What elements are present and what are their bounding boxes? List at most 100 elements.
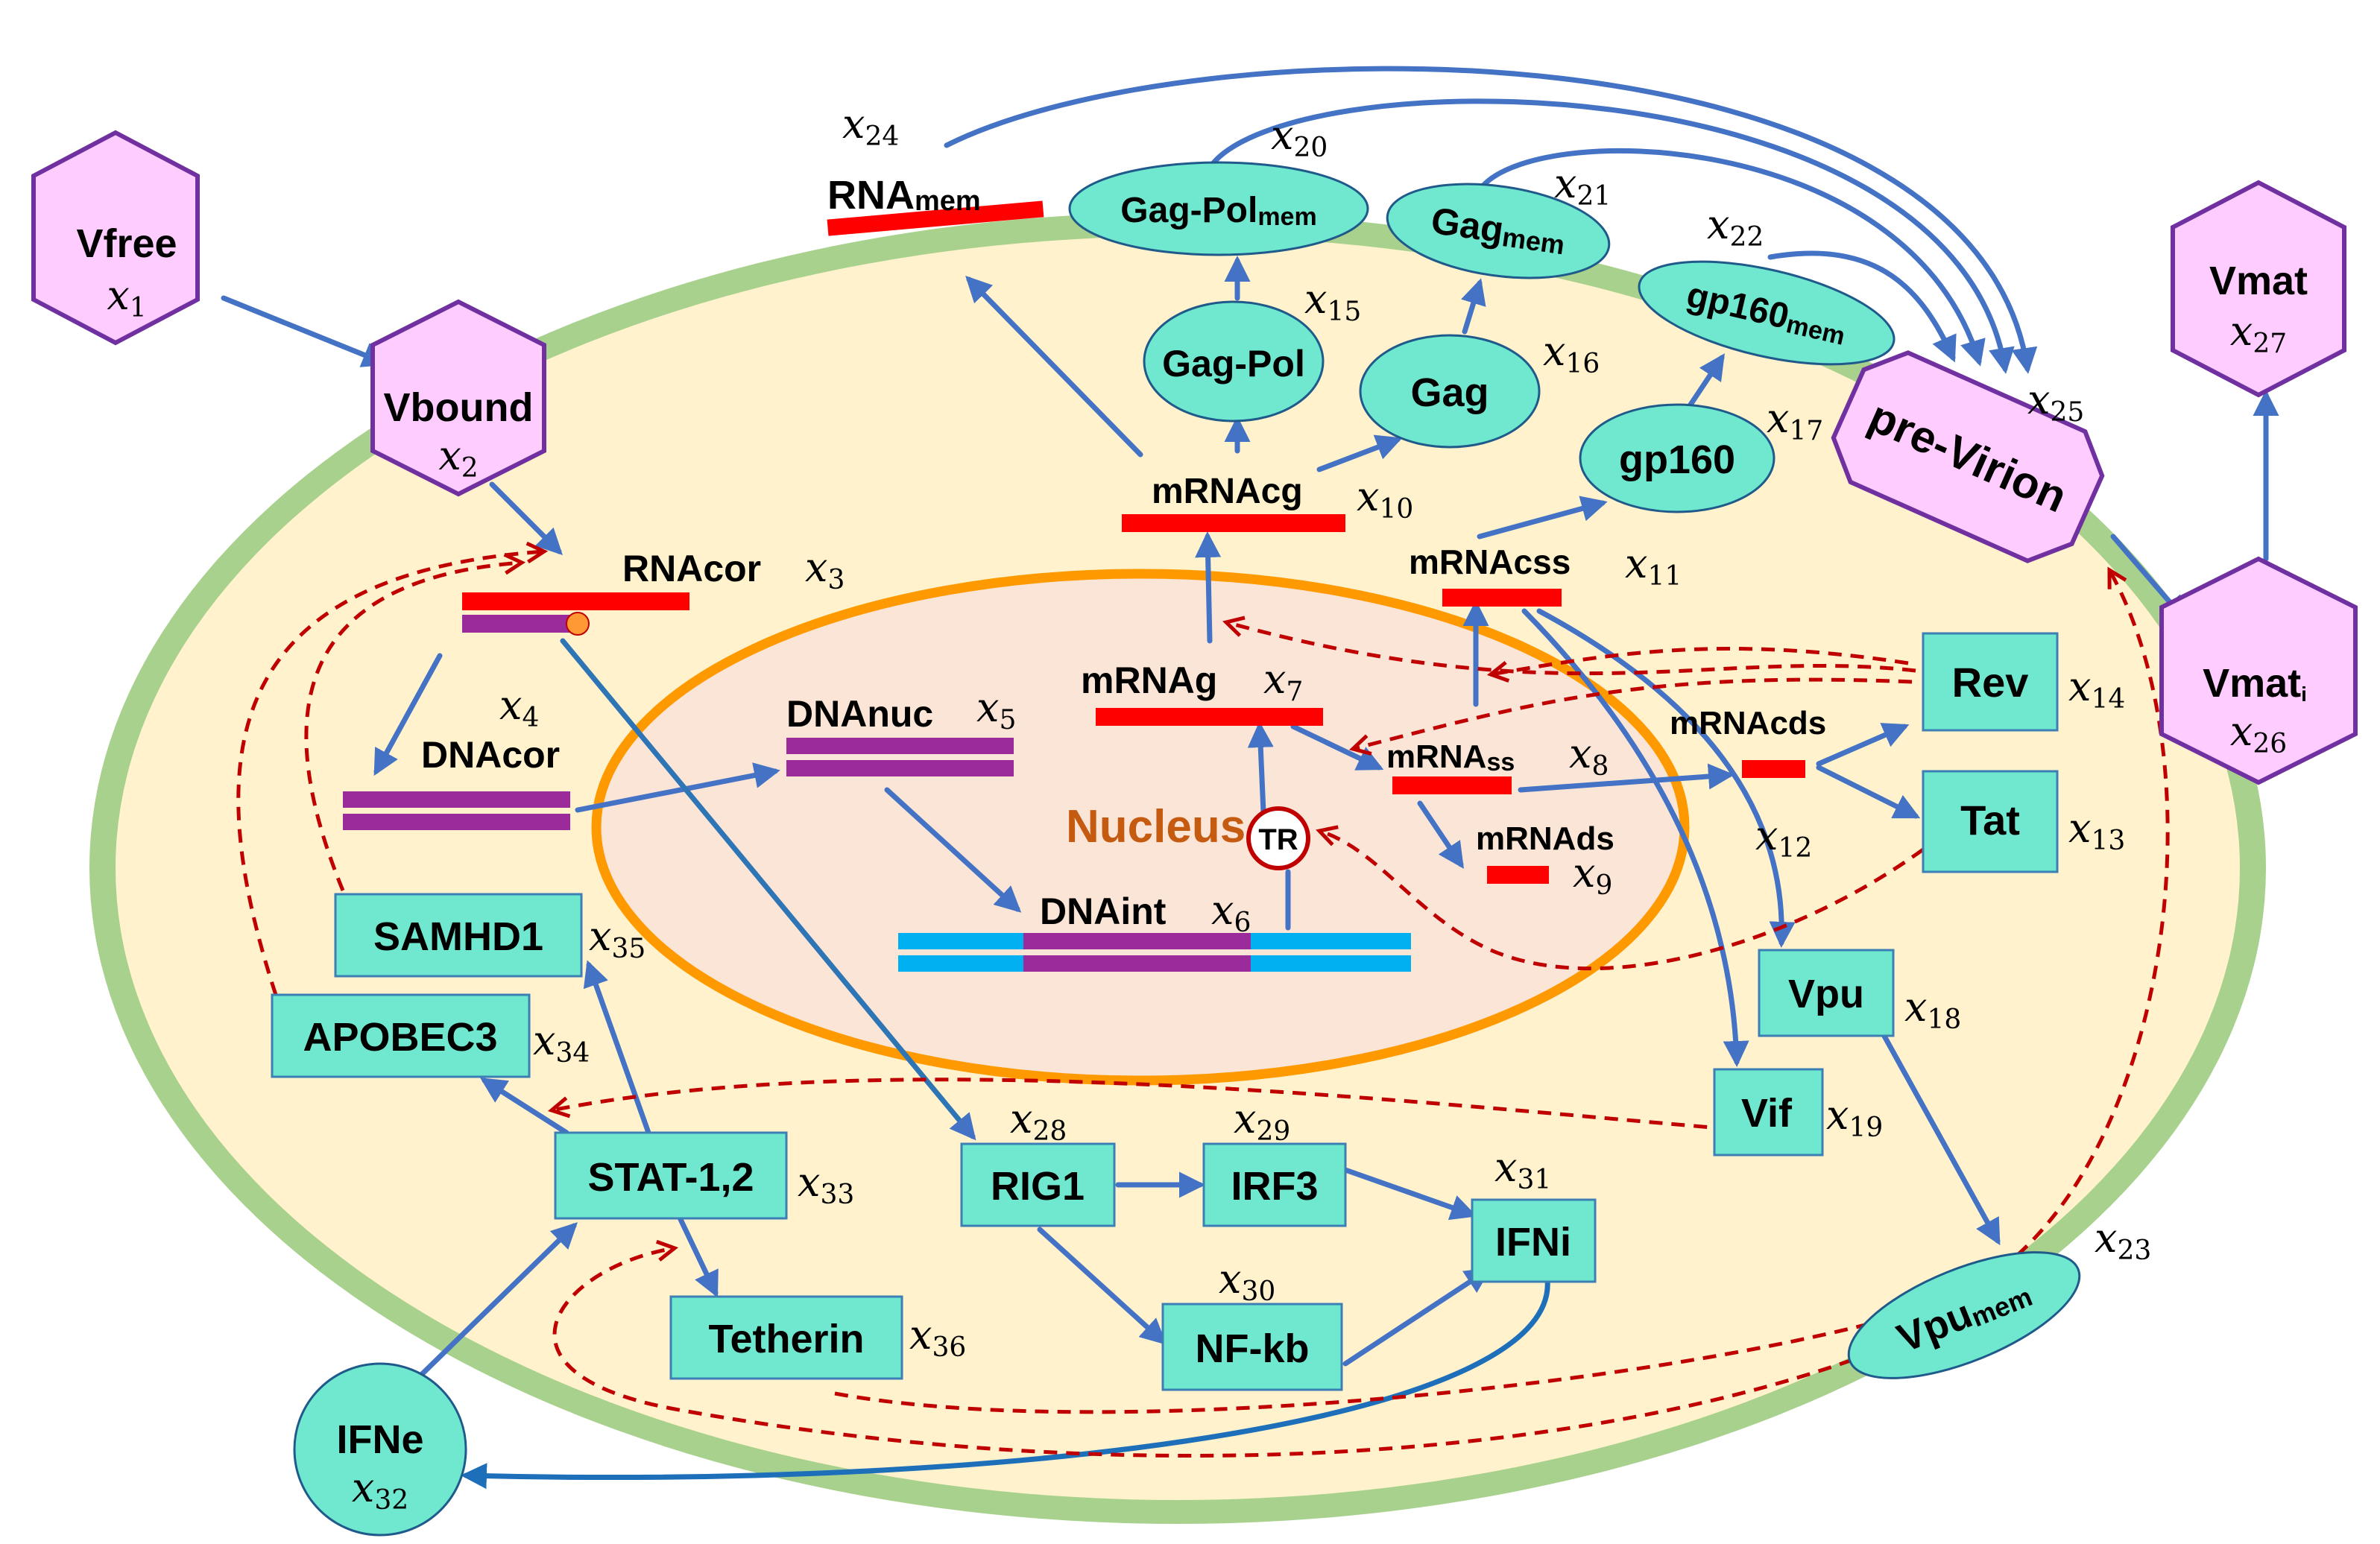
gag-mem-node: Gagmem x21 bbox=[1386, 160, 1611, 279]
rig1-box bbox=[960, 1142, 1116, 1227]
arrow-mrnag-mrnacg bbox=[1195, 531, 1222, 644]
gag-node: Gag x16 bbox=[1359, 328, 1600, 449]
mrnacds-var: x12 bbox=[1755, 812, 1812, 864]
arrow-gagmem-previrion bbox=[1477, 148, 1986, 367]
protein-boxes: Rev x14 Tat x13 Vpu x18 Vif x19 RIG1 x28… bbox=[271, 632, 2125, 1391]
dnanuc-label: DNAnuc bbox=[786, 693, 933, 735]
gag-pol-mem-node: Gag-Polmem x20 bbox=[1068, 112, 1369, 256]
vpu-mem-var: x23 bbox=[2095, 1215, 2151, 1266]
vfree-label: Vfree bbox=[76, 221, 177, 266]
rev-var: x14 bbox=[2068, 663, 2125, 715]
arrow-ifne-stat bbox=[414, 1222, 578, 1382]
arrow-stat-tetherin bbox=[675, 1212, 719, 1298]
gp160-mem-oval bbox=[1638, 260, 1896, 366]
arrow-rnacor-dnacor bbox=[373, 653, 443, 776]
vfree-node: Vfree x1 bbox=[31, 130, 200, 346]
gag-pol-oval bbox=[1143, 300, 1325, 423]
rig1-label: RIG1 bbox=[991, 1164, 1085, 1209]
samhd1-node: SAMHD1 x35 bbox=[334, 893, 645, 978]
rnamem-bar bbox=[827, 200, 1044, 236]
rnamem-label: RNAmem bbox=[827, 173, 981, 218]
mrnag-var: x7 bbox=[1263, 656, 1303, 707]
host-dna-left-bottom bbox=[898, 955, 1023, 972]
ifni-box bbox=[1471, 1198, 1597, 1283]
gag-oval bbox=[1359, 334, 1541, 449]
tr-node bbox=[1246, 806, 1310, 870]
gag-var: x16 bbox=[1543, 328, 1600, 379]
vmat-27-var: x27 bbox=[2230, 308, 2287, 359]
arrow-rnacor-rig1 bbox=[560, 638, 976, 1141]
mrnass-bar bbox=[1392, 776, 1512, 794]
vmat-27-node: Vmat x27 bbox=[2171, 180, 2346, 398]
gag-pol-mem-oval bbox=[1068, 161, 1369, 256]
dnaint-bar-bottom bbox=[1023, 955, 1251, 972]
arrow-mrnacg-gag bbox=[1316, 434, 1403, 472]
gag-mem-oval bbox=[1386, 183, 1611, 279]
stat-var: x33 bbox=[798, 1159, 854, 1210]
pre-virion-var: x25 bbox=[2027, 376, 2084, 428]
host-dna-right-top bbox=[1251, 933, 1411, 949]
vfree-hexagon bbox=[31, 130, 200, 346]
dash-rev-mrnag bbox=[1226, 622, 1916, 676]
nfkb-box bbox=[1161, 1303, 1343, 1391]
arrow-rig1-nfkb bbox=[1037, 1227, 1167, 1345]
dash-vif-apobec3 bbox=[552, 1078, 1730, 1131]
vmat-26-node: Vmati x26 bbox=[2159, 556, 2358, 785]
pre-virion-node: pre-Virion bbox=[1831, 350, 2105, 563]
vbound-var: x2 bbox=[438, 432, 478, 484]
dash-tat-tr bbox=[1319, 831, 1925, 971]
rev-label: Rev bbox=[1952, 659, 2029, 706]
mrnads-label: mRNAds bbox=[1476, 820, 1614, 857]
ifni-node: IFNi x31 bbox=[1471, 1144, 1597, 1283]
apobec3-label: APOBEC3 bbox=[303, 1015, 497, 1060]
arrow-dnanuc-dnaint bbox=[884, 787, 1022, 913]
vbound-hexagon bbox=[370, 299, 546, 497]
tat-var: x13 bbox=[2068, 805, 2125, 856]
gp160-mem-var: x22 bbox=[1707, 201, 1764, 253]
mrnacss-bar bbox=[1442, 589, 1562, 607]
nucleus bbox=[591, 569, 1690, 1086]
nfkb-label: NF-kb bbox=[1196, 1326, 1310, 1371]
vif-node: Vif x19 bbox=[1713, 1068, 1883, 1157]
rev-node: Rev x14 bbox=[1922, 632, 2125, 732]
apobec3-var: x34 bbox=[533, 1017, 590, 1069]
arrow-mrnag-mrnass bbox=[1290, 724, 1384, 771]
vbound-node: Vbound x2 bbox=[370, 299, 546, 497]
mrnag-bar bbox=[1096, 708, 1323, 726]
rnacor-core-bar bbox=[462, 615, 578, 633]
dash-rev-mrnacss bbox=[1491, 647, 1909, 674]
protein-ovals: Gag-Polmem x20 Gagmem x21 gp160mem x22 G… bbox=[293, 112, 2151, 1537]
rig1-node: RIG1 x28 bbox=[960, 1095, 1116, 1227]
gag-pol-node: Gag-Pol x15 bbox=[1143, 276, 1361, 423]
mrnacds-label: mRNAcds bbox=[1670, 705, 1826, 741]
ifni-label: IFNi bbox=[1495, 1220, 1571, 1265]
vmat-26-var: x26 bbox=[2230, 708, 2287, 759]
vif-var: x19 bbox=[1826, 1092, 1883, 1143]
dash-apobec3-rnacor bbox=[236, 551, 544, 996]
arrow-gag-gagmem bbox=[1461, 278, 1486, 335]
arrow-irf3-ifni bbox=[1342, 1167, 1477, 1221]
arrow-mrnacss-vif bbox=[1521, 608, 1749, 1067]
ifni-var: x31 bbox=[1494, 1144, 1551, 1195]
gp160-oval bbox=[1579, 403, 1775, 513]
dnacor-var: x4 bbox=[499, 682, 539, 733]
samhd1-label: SAMHD1 bbox=[373, 914, 543, 959]
mrnads-bar bbox=[1487, 866, 1549, 884]
vpu-var: x18 bbox=[1904, 984, 1961, 1035]
nucleic-labels: RNAmem x24 RNAcor x3 DNAcor x4 DNAnuc x5… bbox=[421, 101, 1826, 938]
gp160-var: x17 bbox=[1767, 395, 1823, 446]
rnacor-core-dot bbox=[566, 612, 590, 636]
gp160-label: gp160 bbox=[1619, 437, 1735, 482]
arrow-tr-mrnag bbox=[1247, 721, 1274, 815]
irf3-box bbox=[1202, 1142, 1347, 1227]
vmat-27-label: Vmat bbox=[2209, 259, 2308, 303]
mrnass-label: mRNAss bbox=[1386, 738, 1515, 776]
vmat-26-label: Vmati bbox=[2203, 661, 2307, 706]
tr-label: TR bbox=[1258, 823, 1298, 856]
irf3-node: IRF3 x29 bbox=[1202, 1095, 1347, 1227]
stat-label: STAT-1,2 bbox=[587, 1155, 754, 1200]
solid-arrows bbox=[221, 66, 2279, 1490]
dnanuc-bar-top bbox=[786, 738, 1014, 754]
dnanuc-bar-bottom bbox=[786, 760, 1014, 776]
vpu-mem-node: Vpumem x23 bbox=[1847, 1215, 2151, 1379]
